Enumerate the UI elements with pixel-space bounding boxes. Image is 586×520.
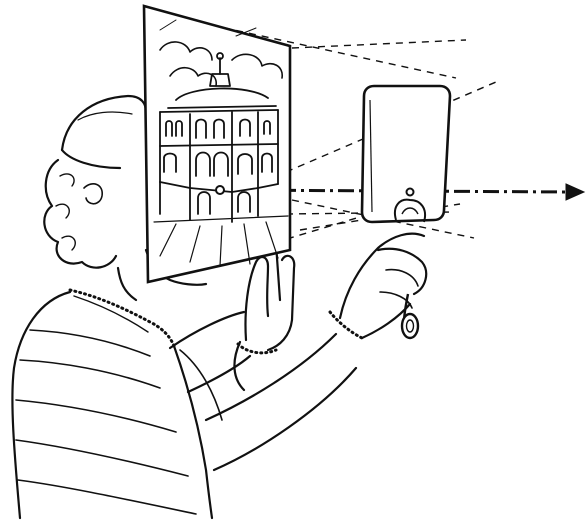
peephole-icon [216, 186, 224, 194]
painted-panel-baptistery-icon [144, 6, 290, 282]
hand-mirror-icon [362, 86, 450, 338]
